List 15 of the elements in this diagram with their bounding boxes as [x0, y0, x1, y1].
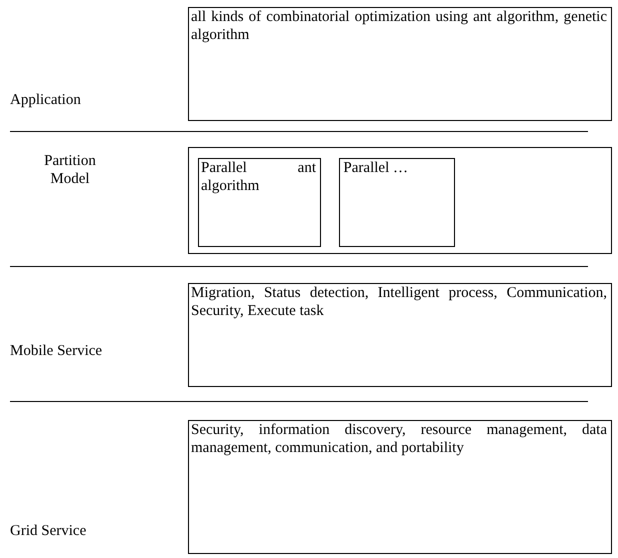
box-text: all kinds of combinatorial optimization using ant algorithm, genetic algorithm: [190, 8, 608, 44]
box-text: Security, information discovery, resource management, data management, communication, and portability: [190, 421, 608, 457]
layer-name: Application: [10, 91, 81, 109]
box-text: Parallel ant algorithm: [200, 159, 317, 195]
layer-name: Mobile Service: [10, 342, 102, 360]
layer-name: Partition Model: [43, 152, 97, 188]
algorithm-box: [198, 158, 321, 247]
layer-box: [188, 420, 612, 554]
layer-name: Grid Service: [10, 522, 86, 540]
layer-box: [188, 147, 612, 254]
layer-box: [188, 283, 612, 387]
box-text: Parallel …: [342, 159, 409, 177]
box-text: Migration, Status detection, Intelligent process, Communication, Security, Execute task: [190, 284, 608, 320]
layer-box: [188, 7, 612, 121]
algorithm-box: [339, 158, 455, 247]
